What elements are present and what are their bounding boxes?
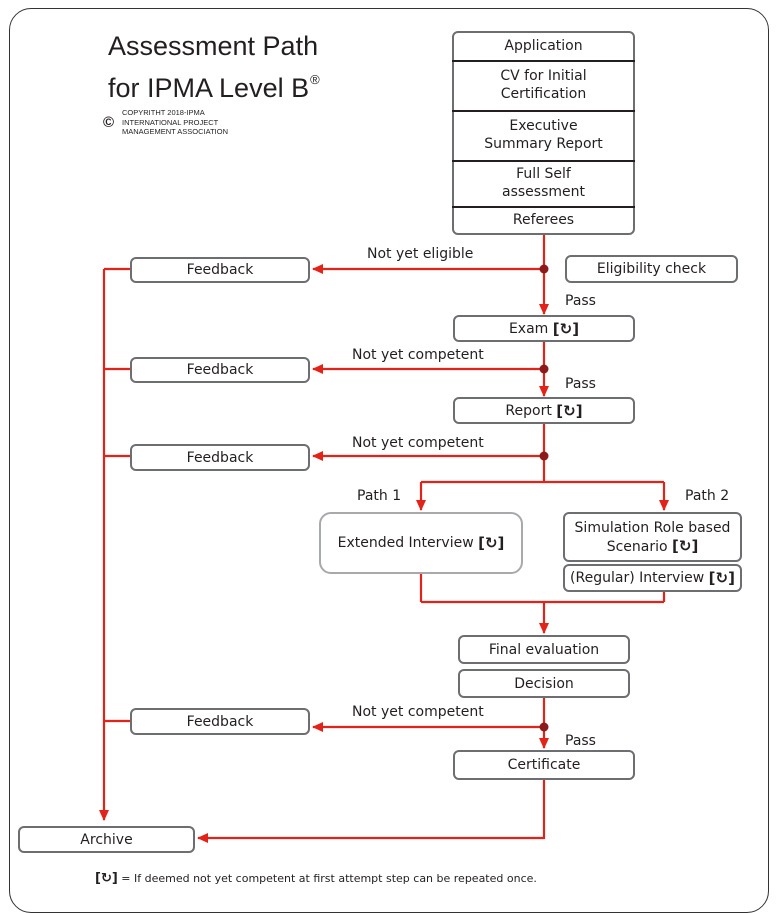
repeat-icon: [↻] bbox=[708, 569, 735, 587]
pass-label: Pass bbox=[565, 293, 596, 309]
regular-interview-box: (Regular) Interview [↻] bbox=[563, 564, 742, 592]
feedback-box: Feedback bbox=[130, 708, 310, 735]
repeat-icon: [↻] bbox=[478, 534, 505, 552]
simulation-box: Simulation Role based Scenario [↻] bbox=[563, 512, 742, 562]
footnote-text: = If deemed not yet competent at first a… bbox=[121, 872, 537, 885]
stack-item-application: Application bbox=[504, 38, 583, 54]
extended-interview-box: Extended Interview [↻] bbox=[319, 512, 523, 574]
eligibility-check-box: Eligibility check bbox=[565, 255, 738, 283]
final-evaluation-box: Final evaluation bbox=[458, 635, 630, 664]
stack-divider bbox=[452, 206, 635, 208]
decision-box: Decision bbox=[458, 669, 630, 698]
not-competent-label: Not yet competent bbox=[352, 704, 484, 720]
junction-dot bbox=[539, 451, 549, 461]
repeat-icon: [↻] bbox=[672, 536, 699, 555]
copyright-line: MANAGEMENT ASSOCIATION bbox=[122, 127, 228, 136]
path-2-label: Path 2 bbox=[685, 488, 730, 504]
not-competent-label: Not yet competent bbox=[352, 435, 484, 451]
stack-divider bbox=[452, 60, 635, 62]
stack-item-cv: CV for Initial Certification bbox=[500, 68, 587, 102]
exam-box: Exam [↻] bbox=[453, 315, 635, 342]
report-box: Report [↻] bbox=[453, 397, 635, 424]
path-1-label: Path 1 bbox=[357, 488, 402, 504]
registered-mark: ® bbox=[310, 72, 320, 87]
exam-label: Exam bbox=[508, 320, 549, 337]
feedback-box: Feedback bbox=[130, 357, 310, 383]
regular-interview-label: (Regular) Interview bbox=[570, 570, 705, 586]
junction-dot bbox=[539, 364, 549, 374]
feedback-box: Feedback bbox=[130, 444, 310, 471]
copyright-text: COPYRITHT 2018-IPMA INTERNATIONAL PROJEC… bbox=[122, 108, 302, 137]
diagram-title: Assessment Path for IPMA Level B® bbox=[108, 30, 320, 105]
feedback-box: Feedback bbox=[130, 257, 310, 283]
copyright-line: COPYRITHT 2018-IPMA bbox=[122, 108, 205, 117]
copyright-icon: © bbox=[103, 114, 115, 131]
junction-dot bbox=[539, 264, 549, 274]
repeat-icon: [↻] bbox=[556, 401, 583, 420]
archive-box: Archive bbox=[18, 826, 195, 853]
stack-item-self-assessment: Full Self assessment bbox=[502, 166, 585, 200]
repeat-icon: [↻] bbox=[95, 871, 118, 886]
stack-item-executive-summary: Executive Summary Report bbox=[484, 118, 603, 152]
repeat-icon: [↻] bbox=[552, 319, 580, 338]
junction-dot bbox=[539, 722, 549, 732]
title-line-1: Assessment Path bbox=[108, 31, 319, 61]
title-line-2: for IPMA Level B® bbox=[108, 72, 320, 103]
repeat-footnote: [↻] = If deemed not yet competent at fir… bbox=[95, 871, 537, 886]
pass-label: Pass bbox=[565, 376, 596, 392]
pass-label: Pass bbox=[565, 733, 596, 749]
not-competent-label: Not yet competent bbox=[352, 347, 484, 363]
copyright-line: INTERNATIONAL PROJECT bbox=[122, 117, 219, 127]
stack-item-referees: Referees bbox=[512, 212, 575, 228]
arrow-to-archive bbox=[197, 780, 546, 843]
certificate-box: Certificate bbox=[453, 750, 635, 780]
extended-interview-label: Extended Interview bbox=[337, 535, 474, 551]
stack-divider bbox=[452, 160, 635, 162]
simulation-label: Simulation Role based Scenario bbox=[574, 519, 731, 555]
report-label: Report bbox=[505, 402, 552, 419]
application-stack: Application CV for Initial Certification… bbox=[452, 31, 635, 235]
stack-divider bbox=[452, 110, 635, 112]
not-eligible-label: Not yet eligible bbox=[367, 246, 474, 262]
